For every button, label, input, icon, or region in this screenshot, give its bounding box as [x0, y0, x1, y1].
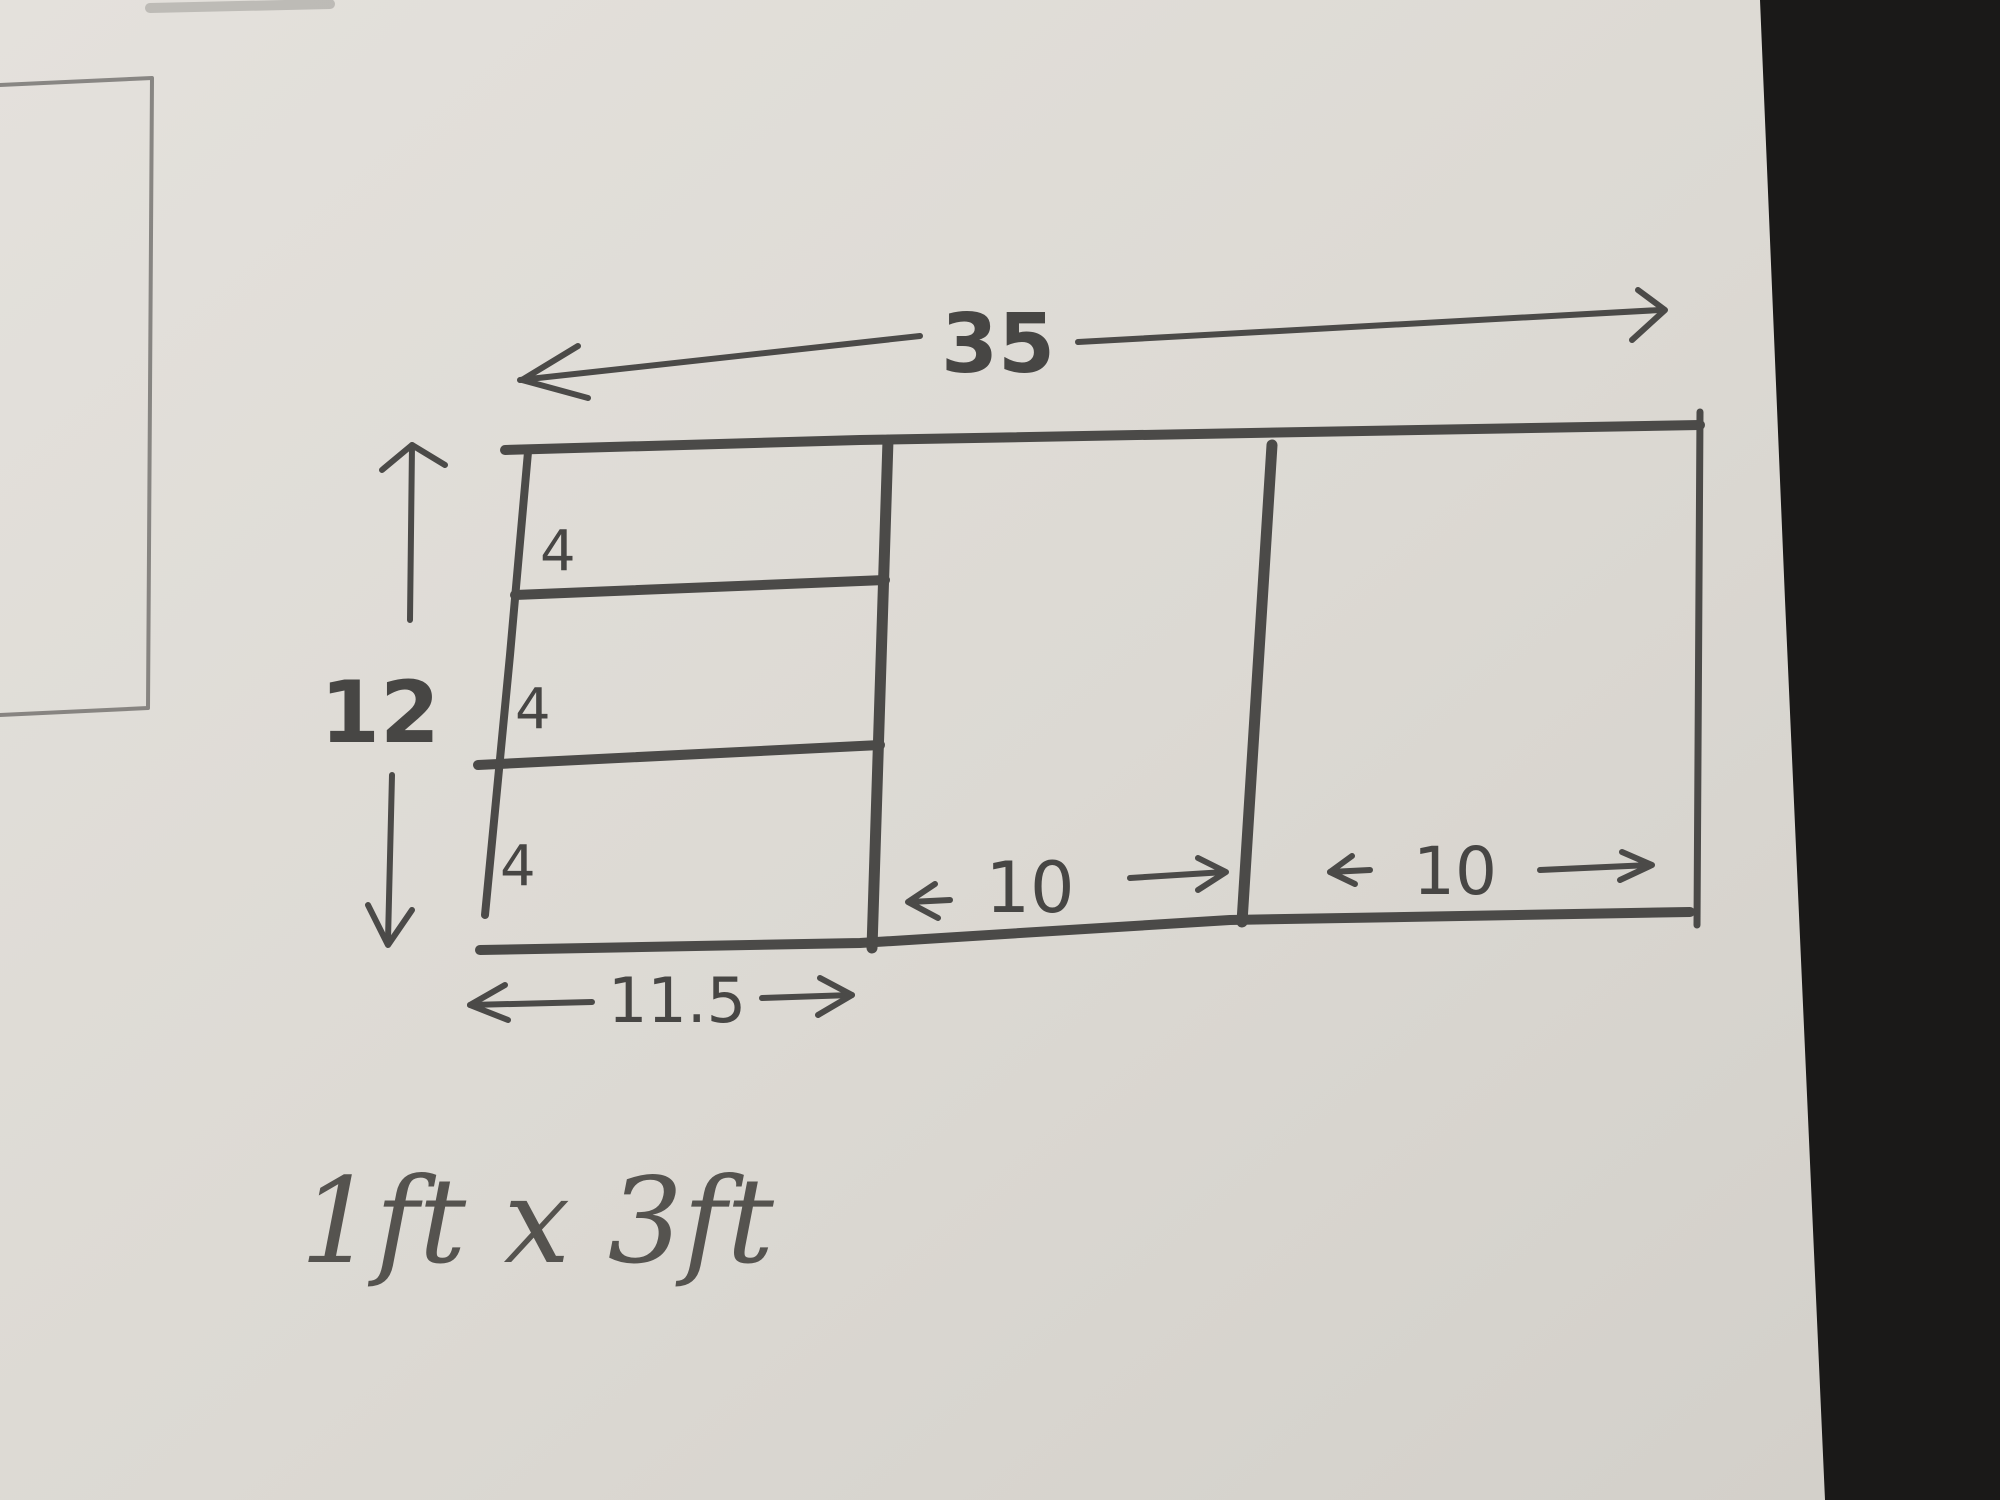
cabinet-outline — [475, 408, 1705, 955]
left-divider — [866, 434, 894, 954]
height-dimension: 12 — [320, 442, 448, 948]
drawer-line-2 — [473, 740, 885, 770]
right-bay-width-dimension: 10 — [1327, 833, 1655, 910]
paper-sheet — [0, 0, 1825, 1500]
total-width-label: 35 — [941, 297, 1055, 392]
right-divider — [1236, 439, 1278, 928]
middle-bay-width-label: 10 — [985, 847, 1074, 929]
top-pencil-smudge — [145, 0, 335, 13]
drawer-label-3: 4 — [500, 834, 536, 899]
right-bay-width-label: 10 — [1413, 833, 1497, 910]
height-label: 12 — [320, 663, 440, 763]
partial-box-left — [0, 76, 154, 717]
drawer-column-width-dimension: 11.5 — [467, 964, 855, 1037]
drawer-line-1 — [510, 575, 890, 600]
drawer-label-2: 4 — [515, 677, 551, 742]
drawer-label-1: 4 — [540, 519, 576, 584]
total-width-dimension: 35 — [517, 287, 1668, 401]
drawer-column-width-label: 11.5 — [608, 964, 746, 1037]
size-footnote: 1ft x 3ft — [300, 1152, 774, 1290]
middle-bay-width-dimension: 10 — [905, 847, 1229, 929]
